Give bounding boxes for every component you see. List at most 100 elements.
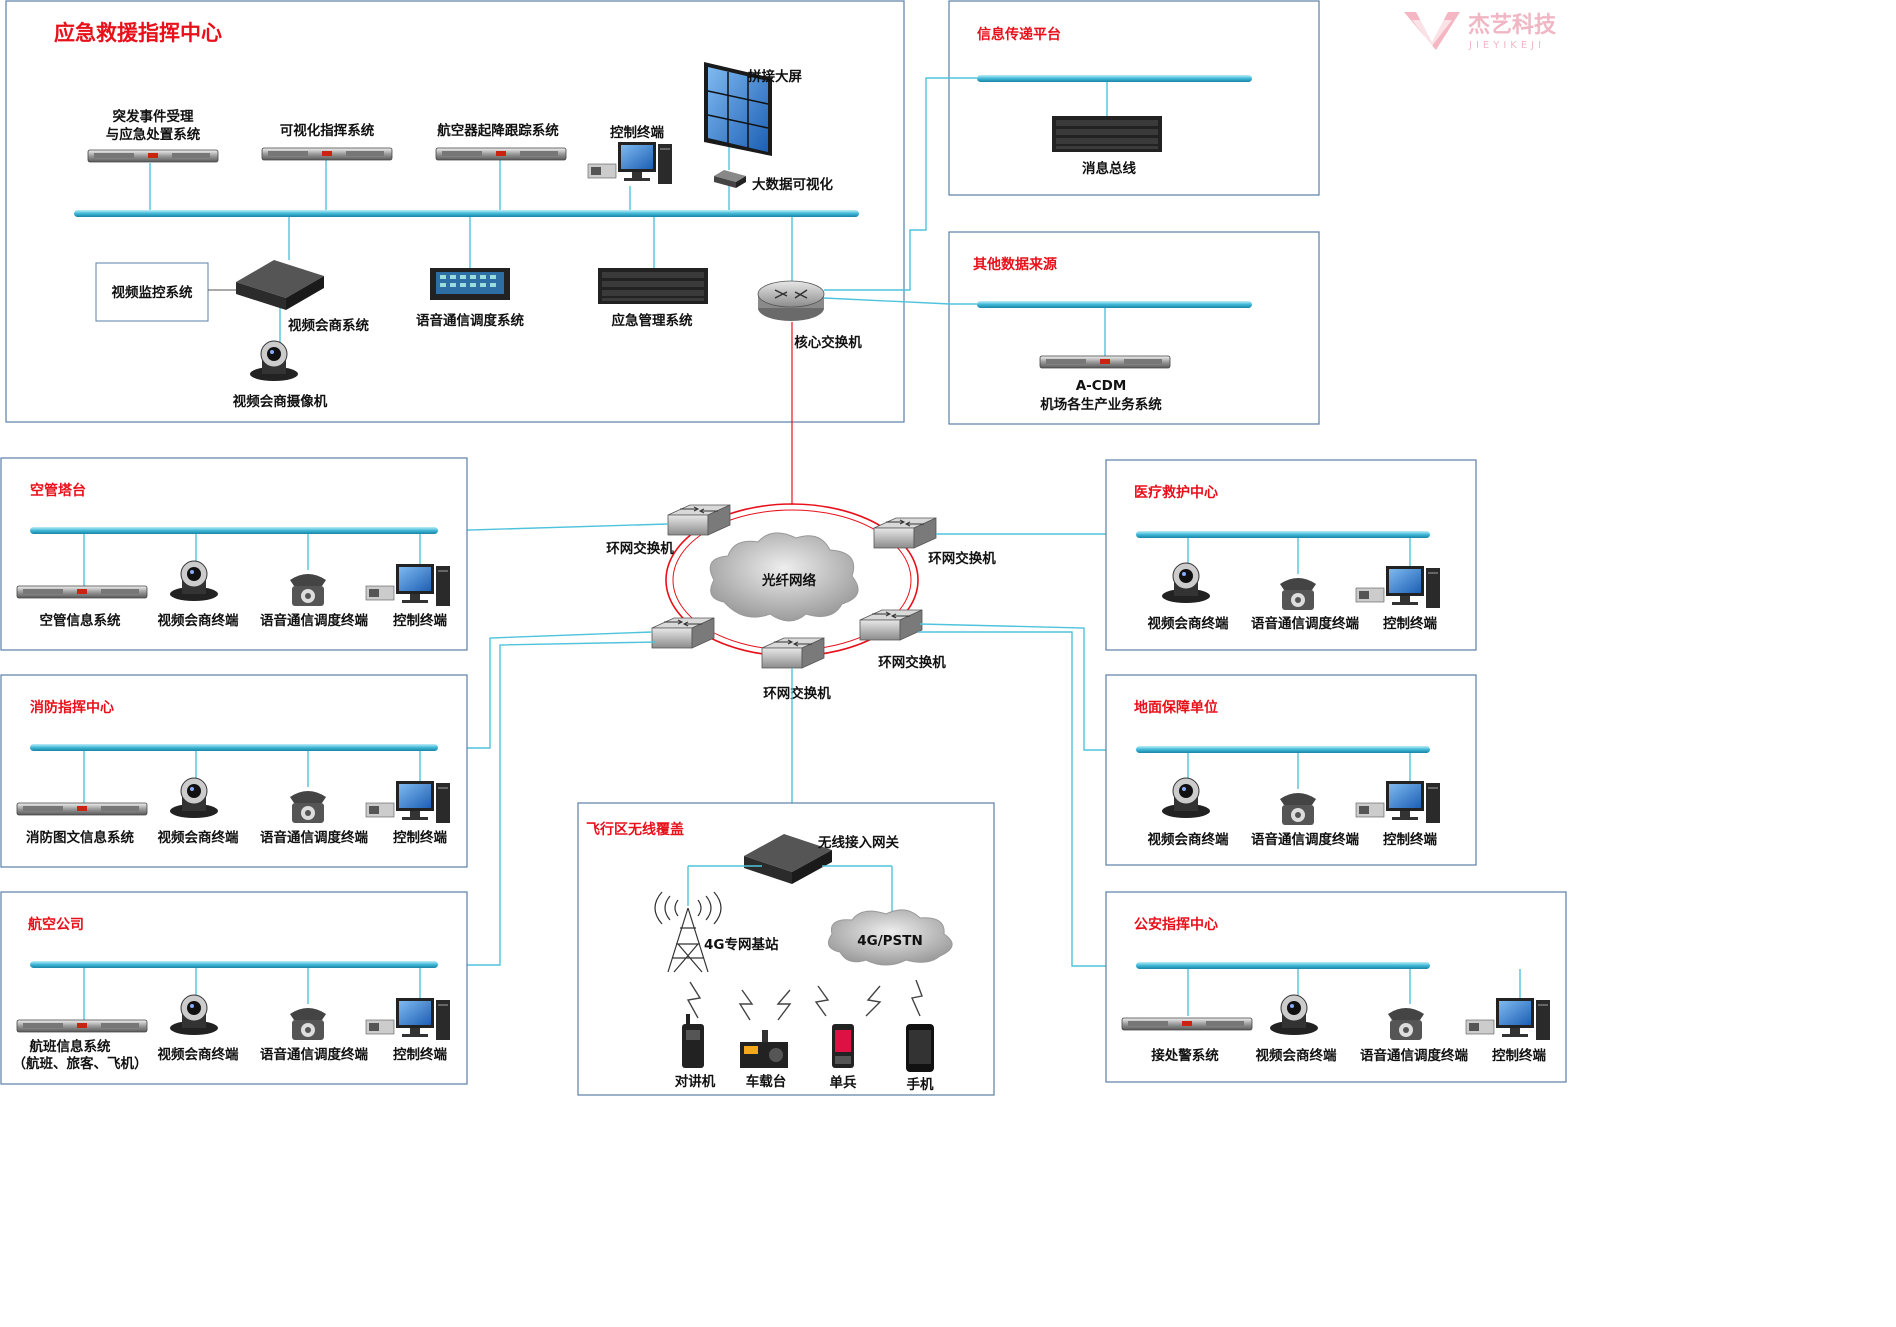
- phone-label: 手机: [907, 1076, 935, 1093]
- network-diagram: 杰艺科技 JIEYIKEJI 应急救援指挥中心 突发事件受理 与应急处置系统 可…: [0, 0, 1567, 1096]
- fire-sys-label: 消防图文信息系统: [26, 829, 134, 846]
- pstn-label: 4G/PSTN: [857, 933, 923, 949]
- atc-phone-icon: [290, 574, 326, 606]
- walkie-label: 对讲机: [675, 1073, 716, 1090]
- other-sources-panel: [948, 231, 1320, 425]
- video-monitor-box: [95, 262, 209, 322]
- medical-panel: [1105, 459, 1477, 651]
- ground-control-label: 控制终端: [1383, 831, 1437, 848]
- police-phone-icon: [1388, 1008, 1424, 1040]
- command-center-bus: [74, 210, 859, 217]
- base-station-label: 4G专网基站: [704, 936, 779, 953]
- ground-bus: [1136, 746, 1430, 753]
- airline-panel: [0, 891, 468, 1085]
- aircraft-track-server-icon: [435, 147, 567, 161]
- atc-video-label: 视频会商终端: [158, 612, 239, 629]
- ring-switch-nw-icon: [667, 504, 731, 536]
- base-station-tower-icon: [654, 891, 722, 973]
- logo-sub: JIEYIKEJI: [1468, 40, 1545, 51]
- fire-server-icon: [16, 802, 148, 816]
- ground-video-label: 视频会商终端: [1148, 831, 1229, 848]
- fire-control-label: 控制终端: [393, 829, 447, 846]
- big-data-box-icon: [714, 170, 746, 188]
- medical-video-label: 视频会商终端: [1148, 615, 1229, 632]
- ring-switch-ne-label: 环网交换机: [928, 550, 996, 567]
- big-data-label: 大数据可视化: [752, 176, 833, 193]
- soldier-device-icon: [832, 1024, 854, 1068]
- airline-sys-label-1: 航班信息系统: [30, 1038, 111, 1055]
- wireless-gateway-label: 无线接入网关: [817, 834, 899, 851]
- medical-control-label: 控制终端: [1383, 615, 1437, 632]
- company-logo: 杰艺科技 JIEYIKEJI: [1404, 12, 1557, 51]
- other-sources-bus: [977, 301, 1252, 308]
- airline-bus: [30, 961, 438, 968]
- msg-platform-panel: [948, 0, 1320, 196]
- ring-switch-s-label: 环网交换机: [763, 685, 831, 702]
- airline-title: 航空公司: [28, 916, 84, 933]
- medical-phone-icon: [1280, 578, 1316, 610]
- fire-bus: [30, 744, 438, 751]
- airline-control-label: 控制终端: [393, 1046, 447, 1063]
- soldier-label: 单兵: [830, 1074, 858, 1091]
- ground-panel: [1105, 674, 1477, 866]
- atc-sys-label: 空管信息系统: [40, 612, 121, 629]
- ring-switch-s-icon: [761, 637, 825, 669]
- emergency-label-2: 与应急处置系统: [106, 126, 201, 143]
- atc-control-label: 控制终端: [393, 612, 447, 629]
- atc-bus: [30, 527, 438, 534]
- atc-voice-label: 语音通信调度终端: [260, 612, 368, 629]
- ground-phone-icon: [1280, 793, 1316, 825]
- airline-phone-icon: [290, 1008, 326, 1040]
- ring-switch-sw-icon: [651, 617, 715, 649]
- msg-bus-label: 消息总线: [1082, 160, 1136, 177]
- police-voice-label: 语音通信调度终端: [1360, 1047, 1468, 1064]
- walkie-talkie-icon: [682, 1014, 704, 1068]
- vehicle-label: 车载台: [746, 1073, 787, 1090]
- fire-video-label: 视频会商终端: [158, 829, 239, 846]
- cc-camera-label: 视频会商摄像机: [233, 393, 328, 410]
- acdm-server-icon: [1039, 355, 1171, 369]
- emergency-label-1: 突发事件受理: [113, 108, 194, 125]
- video-conf-label: 视频会商系统: [288, 317, 369, 334]
- emergency-server-icon: [87, 149, 219, 163]
- fiber-cloud-icon: [709, 532, 859, 622]
- aircraft-track-label: 航空器起降跟踪系统: [437, 122, 559, 139]
- visual-cmd-label: 可视化指挥系统: [280, 122, 375, 139]
- acdm-label-2: 机场各生产业务系统: [1040, 396, 1162, 413]
- voice-dispatch-icon: [430, 268, 510, 300]
- medical-bus: [1136, 531, 1430, 538]
- video-monitor-label: 视频监控系统: [112, 284, 193, 301]
- voice-dispatch-label: 语音通信调度系统: [416, 312, 524, 329]
- ring-switch-se-label: 环网交换机: [878, 654, 946, 671]
- police-title: 公安指挥中心: [1134, 916, 1218, 933]
- fiber-cloud-label: 光纤网络: [761, 572, 816, 589]
- fire-phone-icon: [290, 791, 326, 823]
- core-switch-icon: [757, 280, 825, 321]
- medical-voice-label: 语音通信调度终端: [1251, 615, 1359, 632]
- police-sys-label: 接处警系统: [1151, 1047, 1219, 1064]
- atc-title: 空管塔台: [30, 482, 86, 499]
- core-switch-label: 核心交换机: [794, 334, 862, 351]
- msg-platform-bus: [977, 75, 1252, 82]
- airline-server-icon: [16, 1019, 148, 1033]
- ring-switch-se-icon: [859, 609, 923, 641]
- ground-voice-label: 语音通信调度终端: [1251, 831, 1359, 848]
- video-conf-box-icon: [236, 260, 324, 310]
- big-screen-label: 拼接大屏: [748, 68, 802, 85]
- mobile-phone-icon: [906, 1024, 934, 1072]
- airline-voice-label: 语音通信调度终端: [260, 1046, 368, 1063]
- airline-video-label: 视频会商终端: [158, 1046, 239, 1063]
- msg-bus-storage-icon: [1052, 116, 1162, 152]
- command-center-title: 应急救援指挥中心: [54, 21, 222, 45]
- pstn-cloud-icon: [827, 909, 953, 966]
- atc-server-icon: [16, 585, 148, 599]
- acdm-label-1: A-CDM: [1076, 378, 1127, 394]
- msg-platform-title: 信息传递平台: [977, 26, 1061, 43]
- big-screen-icon: [704, 62, 772, 156]
- wireless-title: 飞行区无线覆盖: [586, 821, 684, 838]
- police-panel: [1105, 891, 1567, 1083]
- ring-switch-nw-label: 环网交换机: [606, 540, 674, 557]
- emergency-mgmt-label: 应急管理系统: [612, 312, 693, 329]
- emergency-mgmt-storage-icon: [598, 268, 708, 304]
- logo-name: 杰艺科技: [1468, 12, 1557, 38]
